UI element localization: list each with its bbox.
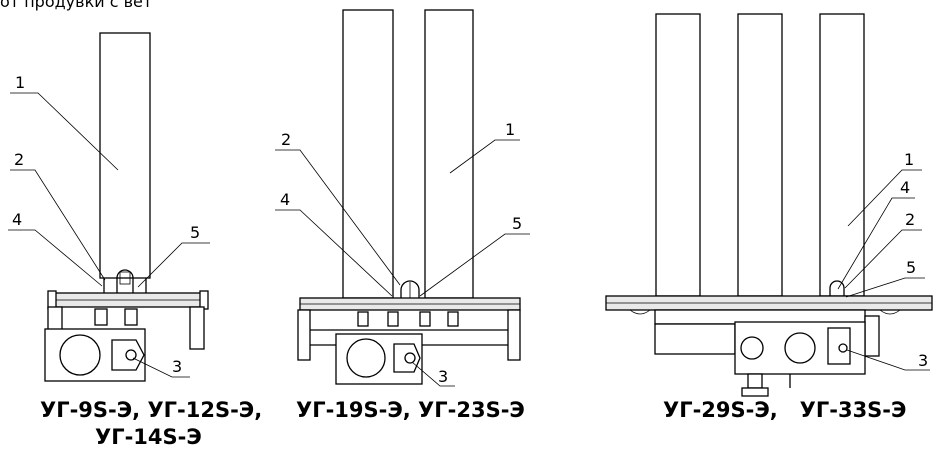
middle-callout-2: 2 (281, 130, 291, 149)
left-callout-1: 1 (15, 73, 25, 92)
left-callout-3: 3 (172, 357, 182, 376)
middle-callout-4: 4 (280, 190, 290, 209)
middle-callout-3: 3 (438, 367, 448, 386)
right-callout-2: 2 (905, 210, 915, 229)
middle-clamp (400, 280, 420, 300)
right-column-b (737, 13, 783, 297)
right-callout-5: 5 (906, 258, 916, 277)
right-column-c (819, 13, 865, 297)
left-column (99, 32, 151, 279)
middle-callout-5: 5 (512, 214, 522, 233)
caption-middle: УГ-19S-Э, УГ-23S-Э (296, 398, 525, 422)
right-callout-4: 4 (900, 178, 910, 197)
drawing-middle: 2 1 4 5 3 (275, 9, 530, 387)
top-text-fragment: от продувки с вет (0, 0, 153, 11)
caption-left-line1: УГ-9S-Э, УГ-12S-Э, (40, 398, 263, 422)
right-clamp (829, 280, 845, 298)
left-callout-4: 4 (12, 210, 22, 229)
left-callout-2: 2 (14, 150, 24, 169)
left-burner (44, 328, 146, 382)
caption-left-line2: УГ-14S-Э (95, 425, 202, 449)
caption-right: УГ-29S-Э, УГ-33S-Э (663, 398, 907, 422)
right-callout-3: 3 (918, 351, 928, 370)
drawing-left: 1 2 4 5 3 (8, 32, 210, 382)
middle-column-b (424, 9, 474, 299)
right-column-a (655, 13, 701, 297)
left-callout-5: 5 (190, 223, 200, 242)
right-callout-1: 1 (904, 150, 914, 169)
middle-column-a (342, 9, 394, 299)
middle-burner (335, 333, 423, 385)
drawing-right: 1 4 2 5 3 (605, 13, 933, 397)
left-clamp (116, 269, 134, 296)
middle-callout-1: 1 (505, 120, 515, 139)
